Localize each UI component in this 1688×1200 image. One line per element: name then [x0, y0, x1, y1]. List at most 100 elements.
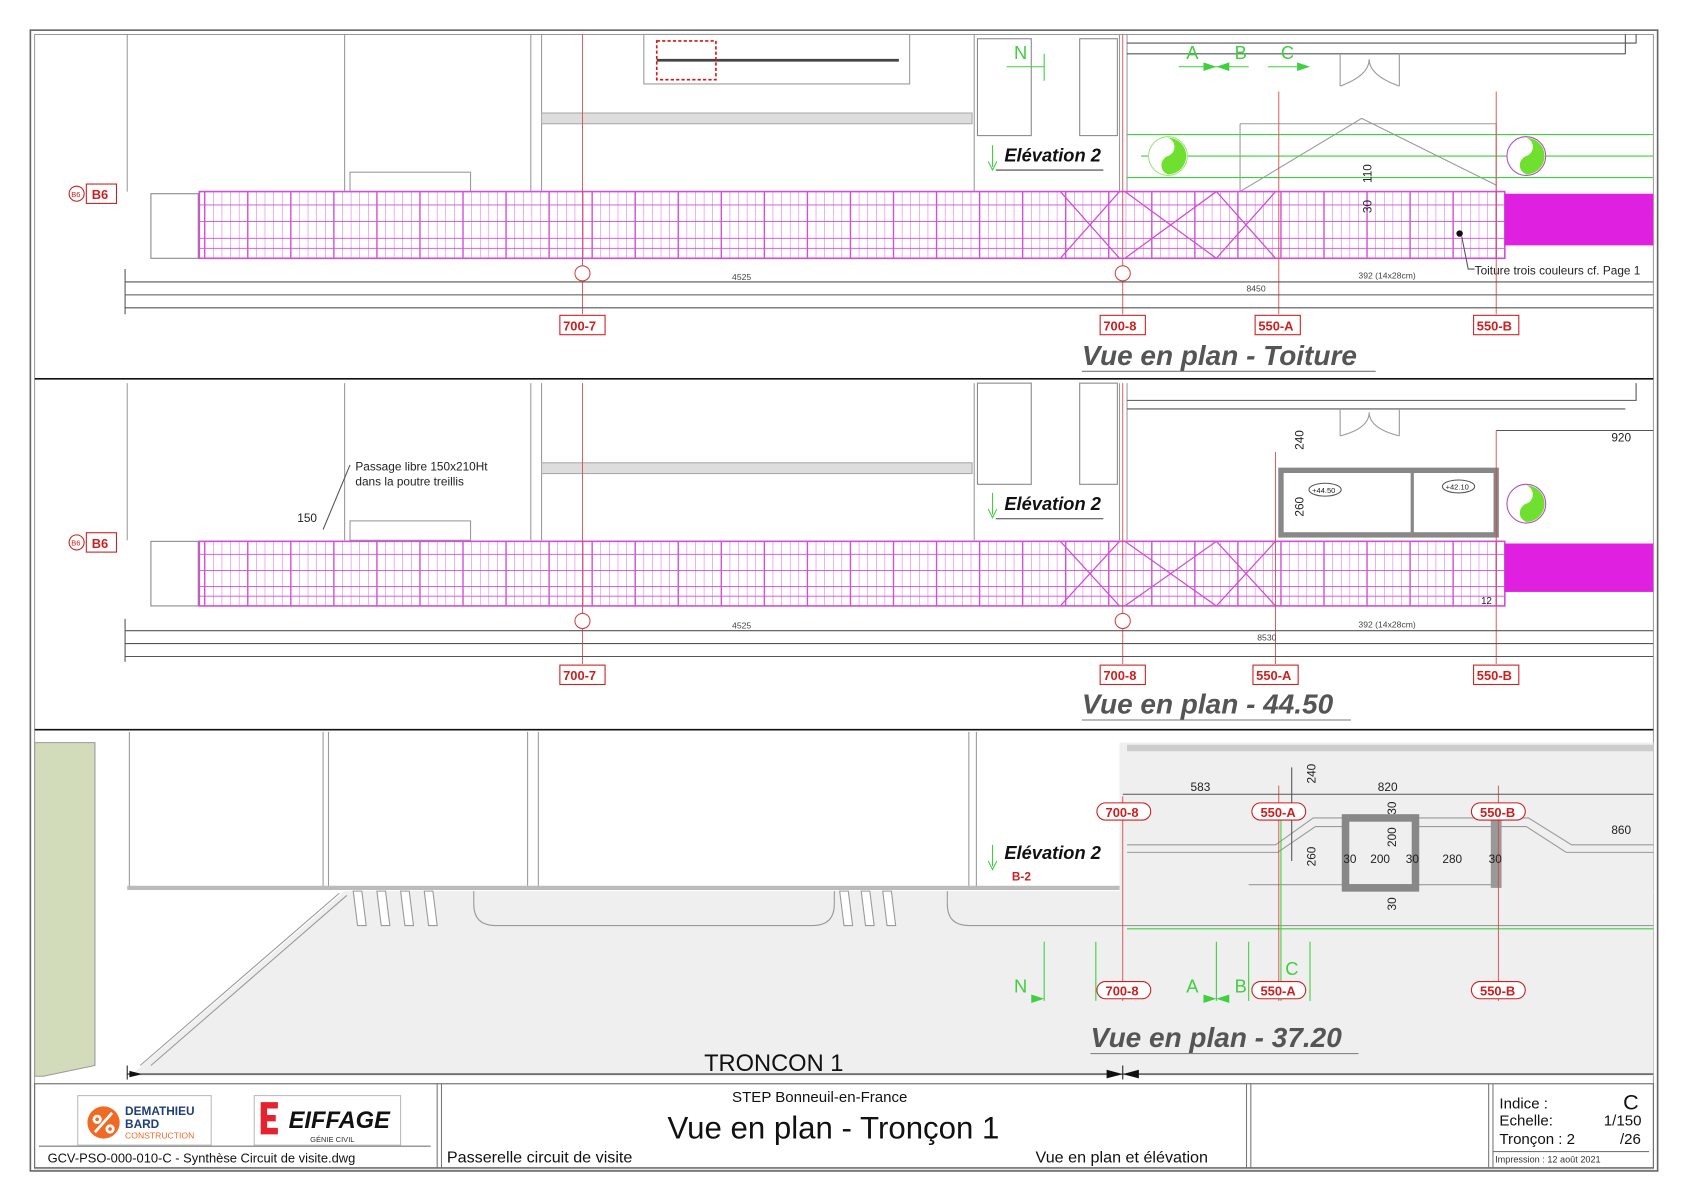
- troncon-label: TRONCON 1: [704, 1051, 843, 1077]
- slab-hatch: [541, 462, 973, 475]
- stair-top: [976, 38, 1032, 137]
- axis-label-box: [1254, 314, 1301, 336]
- axis-label-box: [1099, 664, 1146, 686]
- axis-lines: [574, 34, 1497, 315]
- elevation-arrow-icon: [987, 844, 998, 871]
- section-mark-a: A: [1186, 42, 1199, 63]
- echelle-label: Echelle:: [1499, 1113, 1553, 1130]
- axis-label-box: [1096, 980, 1152, 1000]
- key-plan-highlight: [655, 40, 717, 81]
- walkway-outline: [1127, 817, 1654, 886]
- axis-bubble: [574, 265, 591, 282]
- section-marks: N A B C: [1006, 42, 1311, 81]
- section-mark-n: N: [1014, 42, 1027, 63]
- dim-h-30: 30: [1406, 852, 1420, 866]
- axis-label-box: [559, 664, 606, 686]
- sheet-border: [29, 29, 1659, 1172]
- logo-frame: [253, 1095, 402, 1146]
- dim-12: 12: [1481, 596, 1492, 607]
- section-mark-b: B: [1235, 975, 1247, 996]
- truss-diagonal: [1059, 191, 1120, 259]
- roof-color-symbol-fill: [1161, 137, 1187, 175]
- dim-h-200: 200: [1370, 852, 1390, 866]
- road-kerb: [473, 891, 1654, 927]
- truss-diagonal: [1215, 540, 1277, 607]
- eiffage-mark-icon: [260, 1102, 278, 1135]
- walkway-filled-zone: [1504, 193, 1654, 246]
- note-marker: [1456, 230, 1463, 237]
- dim-583: 583: [1191, 780, 1211, 794]
- grid-ref-b2: B-2: [1012, 869, 1031, 883]
- dimension-lines: 4525 8450 392 (14x28cm) 110 30: [124, 164, 1654, 315]
- elevation-label: Elévation 2: [1004, 842, 1101, 863]
- dim-150: 150: [297, 511, 317, 525]
- troncon-dimension: [126, 1065, 1654, 1080]
- room-wall: [1127, 34, 1637, 55]
- dim-4525: 4525: [732, 621, 751, 631]
- passage-note-line2: dans la poutre treillis: [355, 474, 464, 488]
- axis-lines: [574, 383, 1497, 665]
- shaft-walls: [1341, 814, 1420, 892]
- section-mark-b: B: [1235, 42, 1247, 63]
- door-swing: [1339, 53, 1400, 87]
- indice-label: Indice :: [1499, 1096, 1548, 1113]
- axis-label-550-A: 550-A: [1256, 668, 1291, 683]
- stair-left: [150, 540, 199, 607]
- logo-text: GÉNIE CIVIL: [310, 1135, 354, 1144]
- crosswalk-stripes: [352, 890, 897, 927]
- dim-h-30: 30: [1489, 852, 1503, 866]
- axis-label-box: [1473, 664, 1520, 686]
- subtitle-right: Vue en plan et élévation: [1036, 1148, 1208, 1166]
- axis-labels: 700-7 700-8 550-A 550-B: [559, 314, 1520, 336]
- grid-ref-box: [85, 183, 118, 204]
- axis-label-box: [1473, 314, 1520, 336]
- sheet-title: Vue en plan - Tronçon 1: [667, 1111, 999, 1146]
- section-mark-n: N: [1014, 975, 1027, 996]
- grid-ref-small: B6: [71, 539, 80, 548]
- elevation-label: Elévation 2: [1004, 493, 1101, 514]
- level-42-10: +42.10: [1446, 483, 1469, 492]
- logo-text: CONSTRUCTION: [125, 1131, 194, 1141]
- axis-label-700-8: 700-8: [1106, 984, 1139, 999]
- axis-labels: 700-7 700-8 550-A 550-B: [559, 664, 1520, 686]
- logo-text: DEMATHIEU: [125, 1104, 194, 1118]
- troncon-number: Tronçon : 2: [1499, 1131, 1575, 1148]
- logo-demathieu-bard: DEMATHIEU BARD CONSTRUCTION: [77, 1095, 212, 1146]
- roof-color-symbol-fill: [1519, 485, 1545, 522]
- axis-bubble: [1114, 265, 1131, 282]
- axis-label-box: [1252, 664, 1299, 686]
- axis-label-550-A: 550-A: [1258, 318, 1293, 333]
- truss-diagonal: [1124, 191, 1217, 259]
- axis-label-700-8: 700-8: [1106, 805, 1139, 820]
- stair-left: [150, 193, 199, 259]
- stair-top: [976, 382, 1032, 485]
- dim-392: 392 (14x28cm): [1358, 619, 1415, 629]
- level-marker: [1441, 479, 1476, 494]
- wall-lines: [126, 383, 1128, 541]
- truss-diagonal: [1215, 191, 1277, 259]
- troncon-total: /26: [1620, 1131, 1641, 1148]
- elevation-arrow-icon: [987, 492, 998, 519]
- dim-110: 110: [1360, 164, 1374, 183]
- dim-820: 820: [1378, 780, 1398, 794]
- dim-920: 920: [1611, 430, 1631, 444]
- room-wall: [1127, 383, 1637, 410]
- stair-top-2: [1079, 382, 1118, 485]
- elevation-arrow-icon: [987, 145, 998, 172]
- building-outline: [126, 33, 1637, 259]
- axis-label-box: [1470, 802, 1526, 821]
- view-title-44-50: Vue en plan - 44.50: [1082, 689, 1334, 720]
- section-arrow-icon: [1006, 53, 1045, 81]
- truss-diagonal: [1124, 540, 1217, 607]
- walkway-filled-zone: [1504, 543, 1654, 592]
- dim-30: 30: [1385, 801, 1399, 815]
- roof-guidelines: [1127, 133, 1654, 179]
- axis-label-700-7: 700-7: [563, 668, 596, 683]
- dimension-lines: 583 820 860 240 30 200 260 30 30 200 30 …: [1122, 763, 1654, 910]
- logo-eiffage: EIFFAGE GÉNIE CIVIL: [253, 1095, 402, 1146]
- section-arrowheads-icon: [1203, 62, 1311, 72]
- echelle-value: 1/150: [1604, 1113, 1642, 1130]
- dim-4525: 4525: [732, 272, 751, 282]
- axis-label-700-8: 700-8: [1103, 668, 1136, 683]
